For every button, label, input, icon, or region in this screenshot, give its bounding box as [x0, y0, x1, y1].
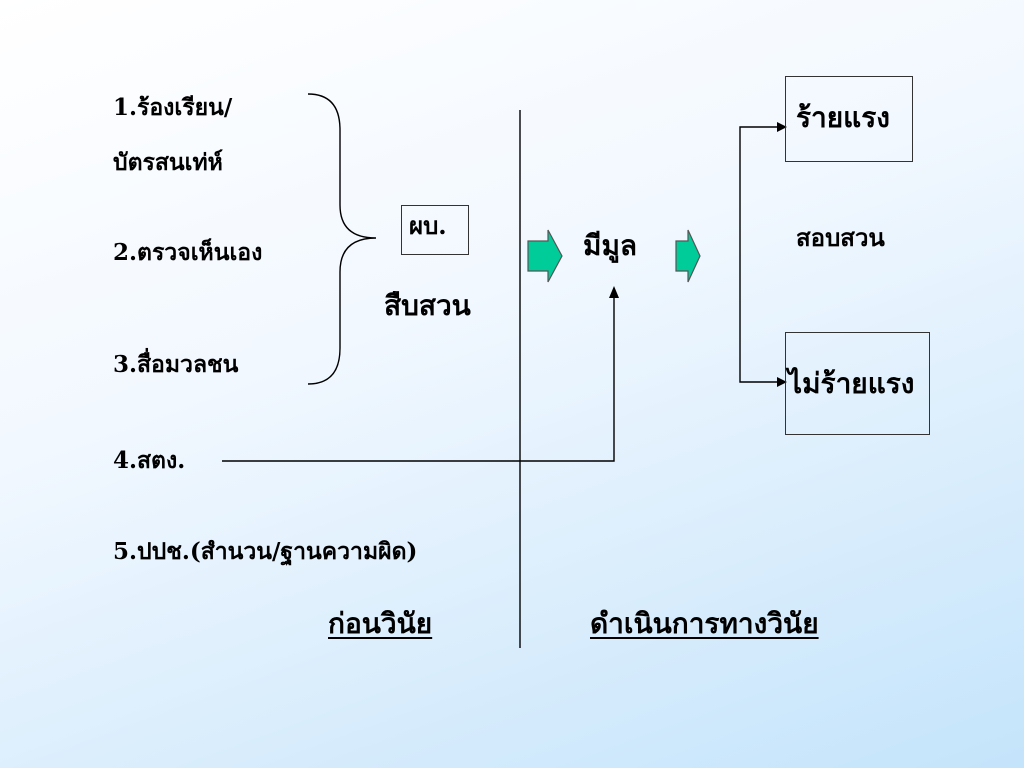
branch-arrowhead-not-severe — [777, 377, 787, 387]
source-3-label: 3.สื่อมวลชน — [113, 351, 239, 378]
source4-arrowhead — [609, 286, 619, 298]
outcome-not-severe-box — [785, 332, 930, 435]
source-4-label: 4.สตง. — [113, 447, 186, 474]
block-arrow-1 — [527, 229, 563, 283]
outcome-not-severe-label: ไม่ร้ายแรง — [788, 367, 915, 400]
phase-disciplinary-label: ดำเนินการทางวินัย — [590, 607, 819, 640]
branch-connector — [739, 126, 784, 383]
source-1-line-1: 1.ร้องเรียน/ — [113, 94, 233, 121]
block-arrow-2 — [675, 229, 701, 283]
source4-connector — [222, 292, 615, 462]
outcome-severe-label: ร้ายแรง — [796, 101, 890, 134]
branch-arrowhead-severe — [777, 122, 787, 132]
grouping-brace — [307, 93, 377, 385]
supervisor-box — [401, 205, 469, 255]
supervisor-action: สืบสวน — [384, 289, 471, 322]
source-5-label: 5.ปปช.(สำนวน/ฐานความผิด) — [113, 538, 418, 565]
source-2-label: 2.ตรวจเห็นเอง — [113, 239, 263, 266]
phase-before-label: ก่อนวินัย — [328, 607, 433, 640]
evidence-found-label: มีมูล — [583, 229, 638, 262]
source-1-line-2: บัตรสนเท่ห์ — [113, 149, 223, 176]
supervisor-label: ผบ. — [409, 211, 447, 240]
investigation-label: สอบสวน — [796, 223, 885, 252]
outcome-severe-box — [785, 76, 913, 162]
